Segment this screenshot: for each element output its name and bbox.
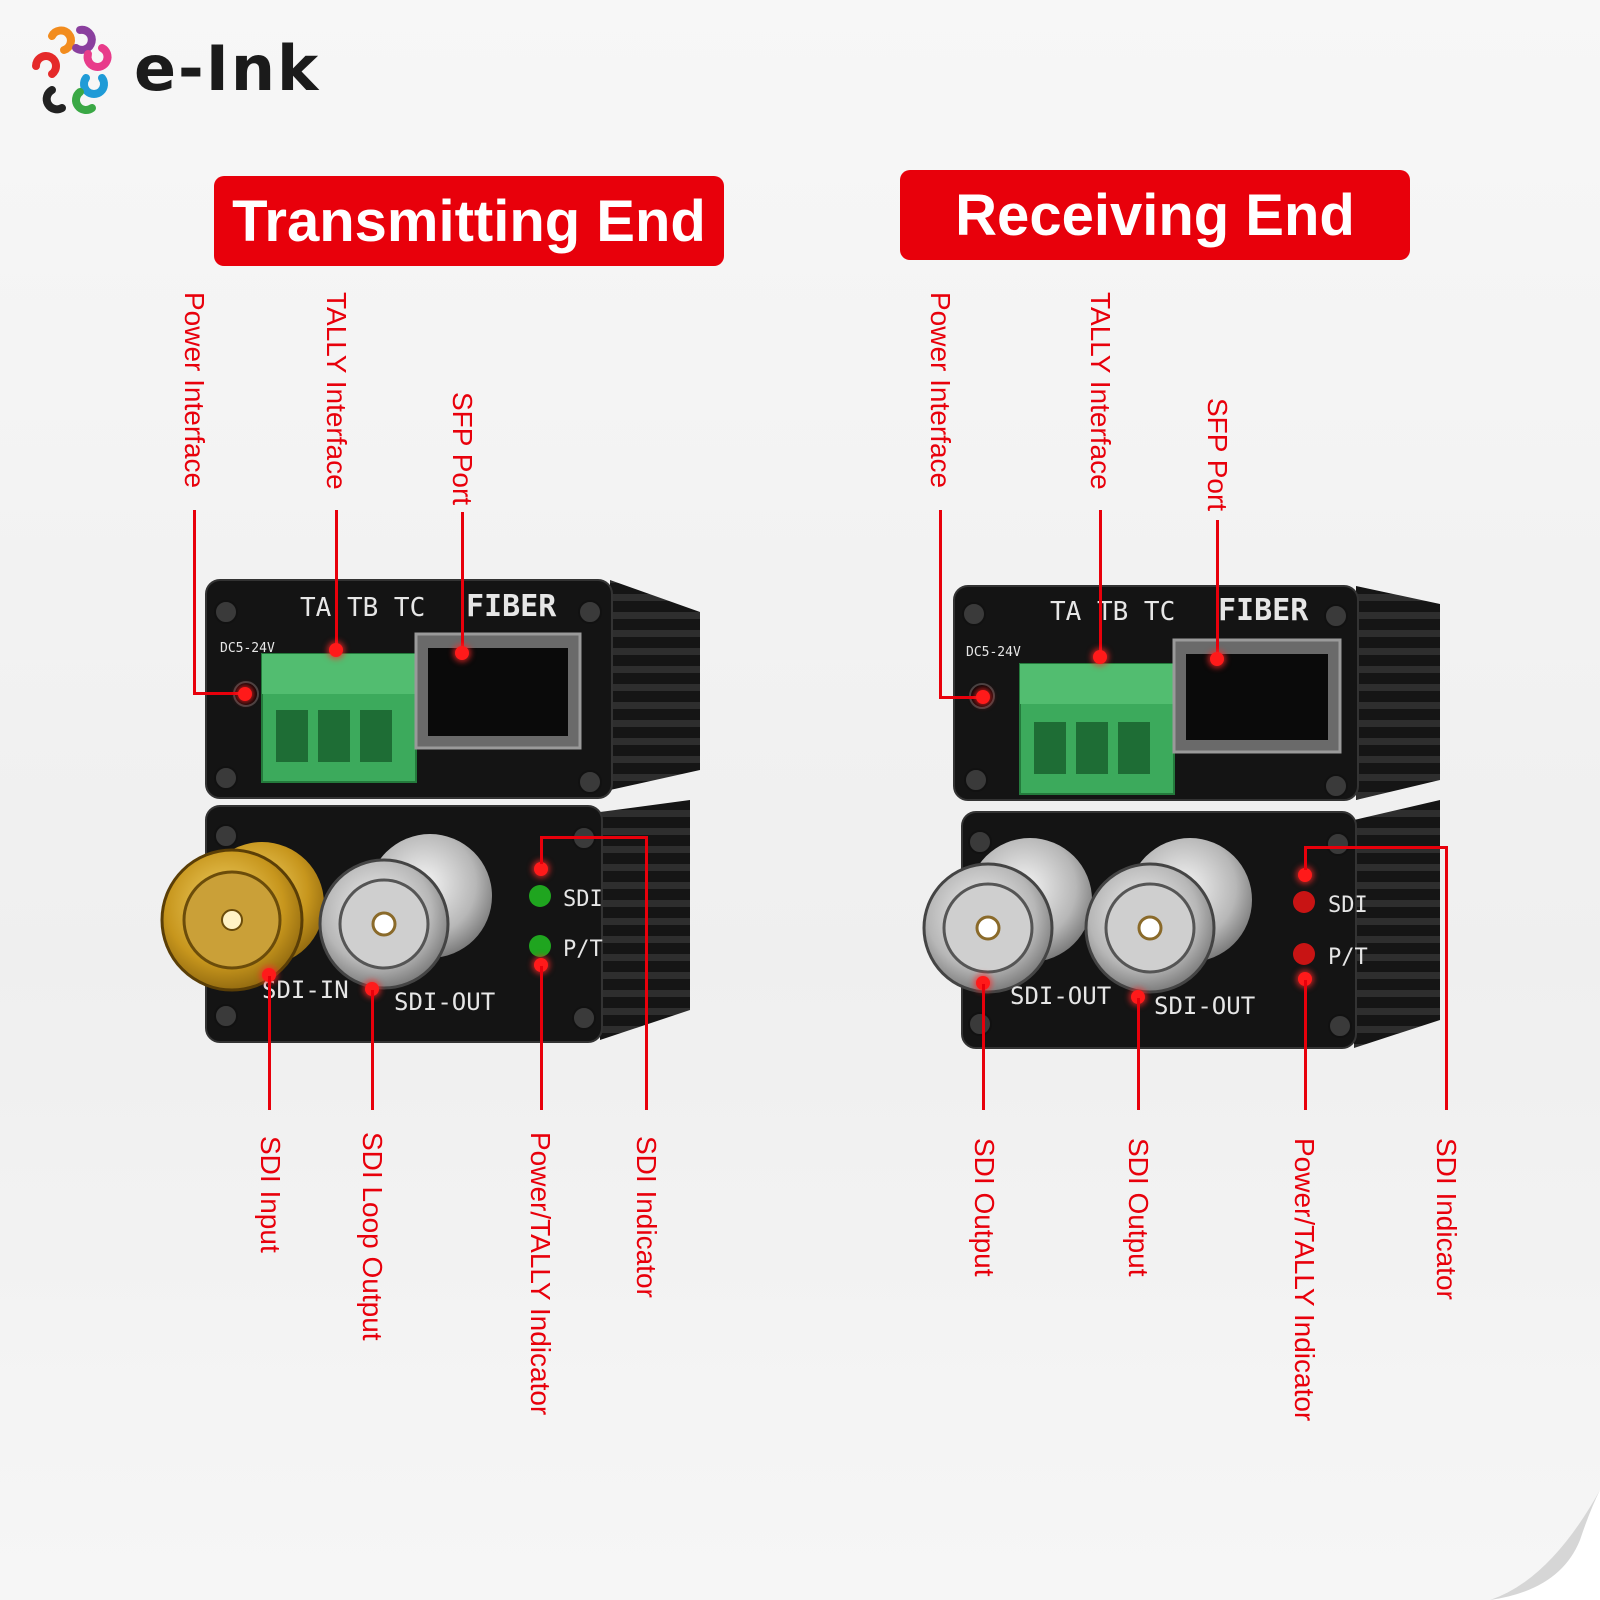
rx-sdi-indicator-marker bbox=[1298, 868, 1312, 882]
rx-fiber-label: FIBER bbox=[1218, 593, 1309, 628]
tx-tally-marker bbox=[329, 643, 343, 657]
rx-led1-label: SDI bbox=[1328, 893, 1368, 918]
rx-pt-led bbox=[1293, 943, 1315, 965]
rx-sfp-port-label: SFP Port bbox=[1202, 398, 1233, 512]
tx-sdi-led bbox=[529, 885, 551, 907]
tx-pt-leader bbox=[540, 966, 543, 1110]
rx-terminal-labels: TA TB TC bbox=[1050, 597, 1175, 627]
tx-sfp-leader bbox=[461, 512, 464, 652]
tx-pt-led bbox=[529, 935, 551, 957]
tx-sdi-ind-leader-h bbox=[540, 836, 648, 839]
tx-tally-leader bbox=[335, 510, 338, 650]
rx-power-leader bbox=[939, 510, 942, 698]
rx-led2-label: P/T bbox=[1328, 945, 1368, 970]
tx-terminal-labels: TA TB TC bbox=[300, 593, 425, 623]
tx-power-leader-h bbox=[193, 692, 245, 695]
tx-sdi-input-leader bbox=[268, 976, 271, 1110]
page-curl-decoration bbox=[1490, 1490, 1600, 1600]
rx-sdi-ind-leader-h bbox=[1304, 846, 1448, 849]
tx-sdi-loop-leader bbox=[371, 990, 374, 1110]
rx-sdi-output2-leader bbox=[1137, 998, 1140, 1110]
rx-pt-marker bbox=[1298, 972, 1312, 986]
tx-dc-label: DC5-24V bbox=[220, 641, 275, 656]
tx-sdi-loop-marker bbox=[365, 982, 379, 996]
rx-sdi-output-1-label: SDI Output bbox=[969, 1138, 1000, 1277]
rx-power-marker bbox=[976, 690, 990, 704]
tx-led2-label: P/T bbox=[563, 937, 603, 962]
rx-dc-label: DC5-24V bbox=[966, 645, 1021, 660]
rx-sfp-marker bbox=[1210, 652, 1224, 666]
tx-power-interface-label: Power Interface bbox=[179, 292, 210, 489]
rx-power-leader-h bbox=[939, 696, 983, 699]
brand-name: e-Ink bbox=[134, 32, 321, 105]
rx-pt-leader bbox=[1304, 980, 1307, 1110]
tx-fiber-label: FIBER bbox=[466, 589, 557, 624]
tx-sfp-marker bbox=[455, 646, 469, 660]
brand-logo: e-Ink bbox=[22, 22, 342, 122]
rx-sdi-output1-marker bbox=[976, 976, 990, 990]
rx-tally-marker bbox=[1093, 650, 1107, 664]
rx-tally-interface-label: TALLY Interface bbox=[1085, 292, 1116, 490]
rx-sdi-output-2-label: SDI Output bbox=[1123, 1138, 1154, 1277]
rx-sdi-output1-leader bbox=[982, 984, 985, 1110]
tx-power-tally-indicator-label: Power/TALLY Indicator bbox=[525, 1132, 556, 1416]
tx-tally-interface-label: TALLY Interface bbox=[321, 292, 352, 490]
rx-bnc1-label: SDI-OUT bbox=[1010, 982, 1111, 1010]
logo-mark-icon bbox=[32, 25, 112, 114]
rx-bnc2-label: SDI-OUT bbox=[1154, 992, 1255, 1020]
rx-sdi-ind-leader-v1 bbox=[1304, 846, 1307, 870]
transmitter-device: TA TB TC FIBER DC5-24V SDI P/T SDI-IN SD… bbox=[160, 579, 700, 1043]
tx-bnc2-label: SDI-OUT bbox=[394, 988, 495, 1016]
tx-sdi-input-label: SDI Input bbox=[255, 1136, 286, 1253]
rx-sdi-output2-marker bbox=[1131, 990, 1145, 1004]
receiving-end-title: Receiving End bbox=[900, 170, 1410, 260]
rx-sfp-leader bbox=[1216, 520, 1219, 656]
tx-sdi-ind-leader-v2 bbox=[645, 836, 648, 1110]
rx-sdi-ind-leader-v2 bbox=[1445, 846, 1448, 1110]
tx-sdi-loop-output-label: SDI Loop Output bbox=[357, 1132, 388, 1341]
tx-pt-marker bbox=[534, 958, 548, 972]
tx-sdi-indicator-label: SDI Indicator bbox=[631, 1136, 662, 1298]
tx-sfp-port-label: SFP Port bbox=[447, 392, 478, 506]
tx-sdi-indicator-marker bbox=[534, 862, 548, 876]
rx-tally-leader bbox=[1099, 510, 1102, 654]
tx-power-marker bbox=[238, 687, 252, 701]
tx-sdi-input-marker bbox=[262, 968, 276, 982]
transmitting-end-title: Transmitting End bbox=[214, 176, 724, 266]
rx-power-interface-label: Power Interface bbox=[925, 292, 956, 489]
rx-power-tally-indicator-label: Power/TALLY Indicator bbox=[1289, 1138, 1320, 1422]
receiver-device: TA TB TC FIBER DC5-24V SDI P/T SDI-OUT S… bbox=[922, 585, 1440, 1049]
tx-led1-label: SDI bbox=[563, 887, 603, 912]
rx-sdi-indicator-label: SDI Indicator bbox=[1431, 1138, 1462, 1300]
rx-sdi-led bbox=[1293, 891, 1315, 913]
tx-power-leader bbox=[193, 510, 196, 694]
tx-sdi-ind-leader-v1 bbox=[540, 836, 543, 864]
tx-bnc1-label: SDI-IN bbox=[262, 976, 349, 1004]
